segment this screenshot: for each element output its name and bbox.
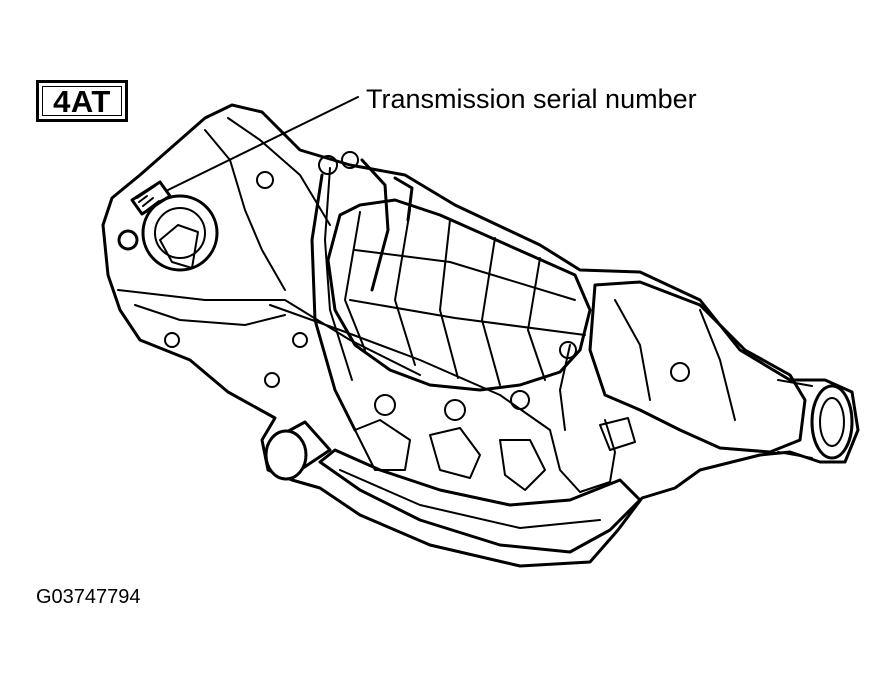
side-bracket — [134, 304, 286, 326]
solenoid-connector-1 — [374, 394, 396, 416]
top-bolt-1 — [256, 171, 274, 189]
output-shaft-lower-edge — [777, 451, 813, 459]
bracket-bolt-2 — [264, 372, 280, 388]
oil-pan-flange — [339, 469, 601, 529]
case-rib-1 — [394, 209, 416, 366]
serial-number-callout-label: Transmission serial number — [366, 84, 697, 114]
vent-tube — [393, 176, 414, 222]
oil-pan — [318, 448, 642, 554]
case-rib-3 — [481, 237, 501, 386]
extension-housing — [588, 280, 807, 454]
wiring-harness — [269, 304, 616, 493]
main-case-body — [326, 198, 592, 392]
bracket-bolt-3 — [292, 332, 308, 348]
case-seam-1 — [344, 211, 366, 351]
valve-body-block-2 — [429, 427, 481, 479]
torque-converter-hub — [159, 224, 199, 269]
solenoid-connector-3 — [510, 390, 530, 410]
figure-id: G03747794 — [36, 586, 141, 608]
wiring-branch — [559, 344, 571, 431]
harness-connector-1 — [559, 341, 577, 359]
oil-filter — [264, 420, 332, 481]
housing-rib-1 — [204, 129, 286, 291]
case-band-1 — [354, 249, 576, 301]
solenoid-connector-2 — [444, 399, 466, 421]
valve-body-block-1 — [354, 419, 411, 471]
case-rib-4 — [527, 257, 546, 381]
housing-rib-3 — [117, 289, 421, 376]
model-badge: 4AT — [36, 80, 128, 122]
cooler-hose-1-inner — [324, 167, 353, 381]
case-band-2 — [349, 299, 586, 336]
case-rib-2 — [439, 219, 459, 379]
serial-number-plate — [130, 180, 172, 216]
transmission-housing-outline — [101, 103, 860, 568]
housing-rib-2 — [227, 117, 331, 226]
output-shaft-end — [810, 384, 854, 460]
output-shaft-bore — [819, 397, 845, 447]
cooler-hose-1 — [310, 173, 357, 432]
hose-fitting-2 — [341, 151, 359, 169]
output-shaft-upper-edge — [777, 379, 813, 387]
bell-housing-inner-ring — [154, 207, 206, 259]
harness-connector-2 — [599, 417, 636, 451]
mounting-stud-left — [117, 229, 139, 251]
bell-housing-opening — [141, 194, 219, 272]
speed-sensor-boss — [670, 362, 690, 382]
valve-body-block-3 — [499, 439, 546, 491]
extension-rib-1 — [614, 299, 651, 401]
model-badge-inner-border — [42, 86, 122, 116]
bracket-bolt-1 — [164, 332, 180, 348]
model-badge-label: 4AT — [53, 83, 111, 119]
cooler-hose-2 — [360, 158, 390, 292]
hose-fitting-1 — [318, 155, 338, 175]
extension-rib-2 — [699, 309, 736, 421]
